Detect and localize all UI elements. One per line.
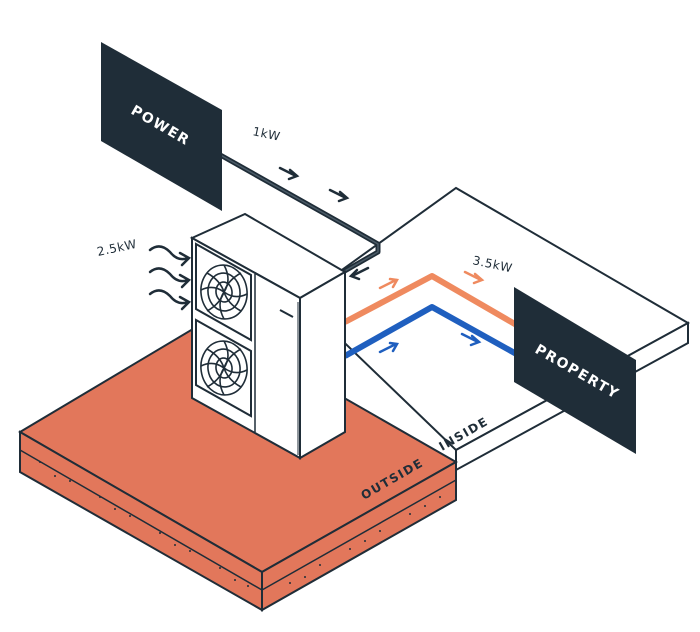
fan-icon — [195, 242, 252, 342]
flow-arrow-icon — [278, 166, 370, 281]
power-cable-inner — [214, 151, 379, 285]
fan-icon — [195, 318, 252, 418]
flow-arrow-icon — [378, 332, 482, 354]
cool-pipe — [343, 304, 522, 359]
power-input-label: 1kW — [251, 124, 281, 144]
wind-arrow-icon — [148, 245, 192, 311]
outside-slab — [18, 318, 459, 612]
power-panel: POWER — [101, 42, 222, 211]
warm-pipe — [343, 273, 522, 330]
property-panel: PROPERTY — [514, 287, 636, 454]
flow-arrow-icon — [378, 270, 485, 290]
ambient-heat-label: 2.5kW — [96, 237, 138, 259]
